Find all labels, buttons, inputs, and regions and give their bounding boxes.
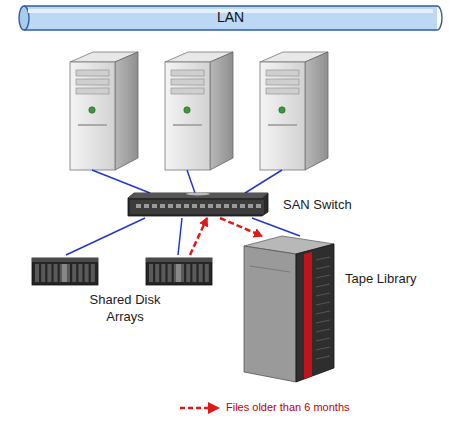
lan-pipe: LAN [18, 5, 443, 31]
node-label: Shared Disk Arrays [70, 291, 180, 325]
migration-arrow [190, 218, 207, 255]
tape-library-shape [238, 236, 430, 384]
node-label: LAN [18, 9, 443, 26]
san-link [252, 218, 300, 236]
san-link [178, 218, 182, 255]
node-label: SAN Switch [283, 196, 352, 213]
legend-text: Files older than 6 months [226, 400, 350, 415]
san-link [66, 218, 145, 255]
node-label: Tape Library [345, 270, 417, 287]
shared-disk-arrays: Shared Disk Arrays [30, 255, 215, 328]
tape-library: Tape Library [238, 236, 430, 384]
legend-arrow-sample [178, 400, 222, 416]
san-switch: SAN Switch [128, 190, 373, 218]
migration-arrow [220, 218, 262, 236]
